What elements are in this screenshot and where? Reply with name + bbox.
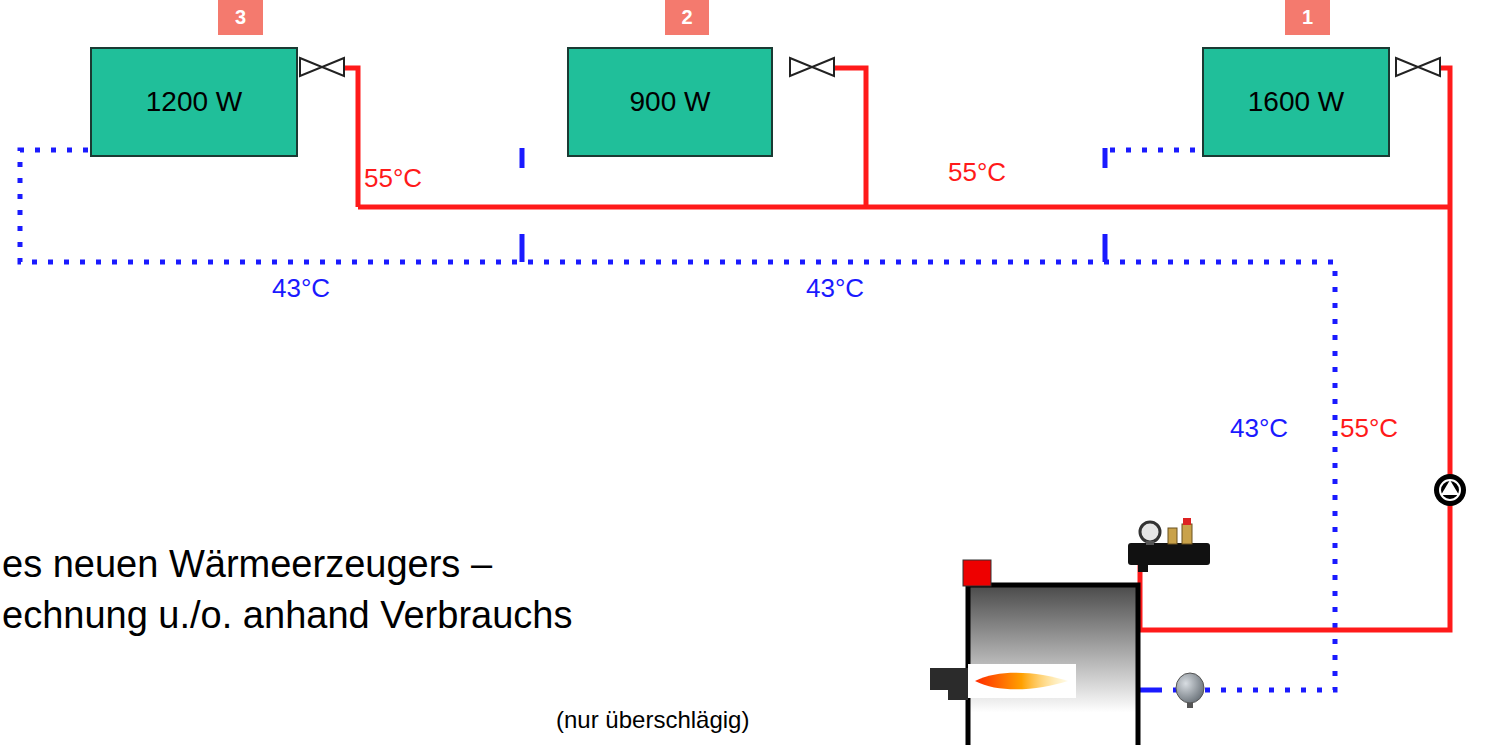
temperature-label: 55°C xyxy=(948,158,1006,188)
boiler xyxy=(930,560,1138,745)
temperature-label: 43°C xyxy=(272,274,330,304)
callout-number: 1 xyxy=(1285,0,1330,35)
radiator: 1600 W xyxy=(1202,47,1390,157)
temperature-label: 55°C xyxy=(364,164,422,194)
temperature-label: 55°C xyxy=(1340,414,1398,444)
expansion-vessel xyxy=(1176,673,1204,708)
heading-text: es neuen Wärmeerzeugers – xyxy=(2,543,492,587)
callout-number-text: 3 xyxy=(235,6,246,29)
radiator: 900 W xyxy=(567,47,773,157)
radiator: 1200 W xyxy=(90,47,298,157)
safety-group xyxy=(1128,518,1210,572)
circulation-pump xyxy=(1434,474,1466,506)
callout-number: 2 xyxy=(665,0,709,35)
temperature-label: 43°C xyxy=(1230,414,1288,444)
heading-text: echnung u./o. anhand Verbrauchs xyxy=(2,594,572,638)
radiator-power: 900 W xyxy=(630,86,711,118)
callout-number-text: 2 xyxy=(681,6,692,29)
radiator-power: 1200 W xyxy=(146,86,243,118)
radiator-power: 1600 W xyxy=(1248,86,1345,118)
callout-number: 3 xyxy=(218,0,263,35)
callout-number-text: 1 xyxy=(1302,6,1313,29)
temperature-label: 43°C xyxy=(806,274,864,304)
note-text: (nur überschlägig) xyxy=(556,706,749,734)
